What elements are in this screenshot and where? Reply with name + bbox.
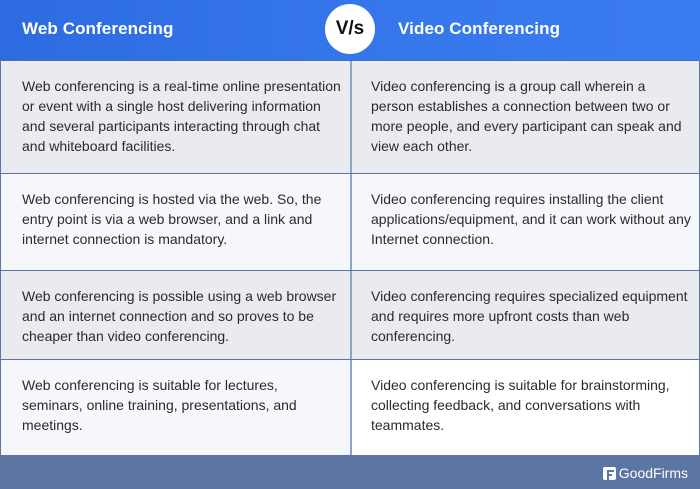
video-conferencing-heading: Video Conferencing [398, 19, 561, 38]
video-cell: Video conferencing is suitable for brain… [350, 360, 699, 456]
comparison-header: Web Conferencing V/s Video Conferencing [0, 0, 700, 60]
comparison-row-definition: Web conferencing is a real-time online p… [1, 61, 699, 174]
video-cell: Video conferencing requires specialized … [350, 271, 699, 359]
web-cell: Web conferencing is possible using a web… [22, 288, 337, 344]
footer-bar: GoodFirms [0, 455, 700, 489]
web-cell: Web conferencing is suitable for lecture… [22, 377, 297, 433]
video-cell: Video conferencing is a group call where… [350, 61, 699, 173]
web-conferencing-heading: Web Conferencing [22, 19, 174, 38]
versus-badge: V/s [325, 4, 375, 54]
comparison-row-access: Web conferencing is hosted via the web. … [1, 174, 699, 271]
web-cell: Web conferencing is hosted via the web. … [22, 191, 322, 247]
goodfirms-brand: GoodFirms [602, 464, 688, 482]
comparison-row-use-cases: Web conferencing is suitable for lecture… [1, 360, 699, 456]
video-cell: Video conferencing requires installing t… [350, 174, 699, 270]
brand-name: GoodFirms [618, 465, 688, 481]
comparison-table: Web conferencing is a real-time online p… [1, 60, 699, 456]
web-cell: Web conferencing is a real-time online p… [22, 78, 341, 154]
goodfirms-logo-icon [602, 466, 616, 480]
comparison-row-cost: Web conferencing is possible using a web… [1, 271, 699, 360]
